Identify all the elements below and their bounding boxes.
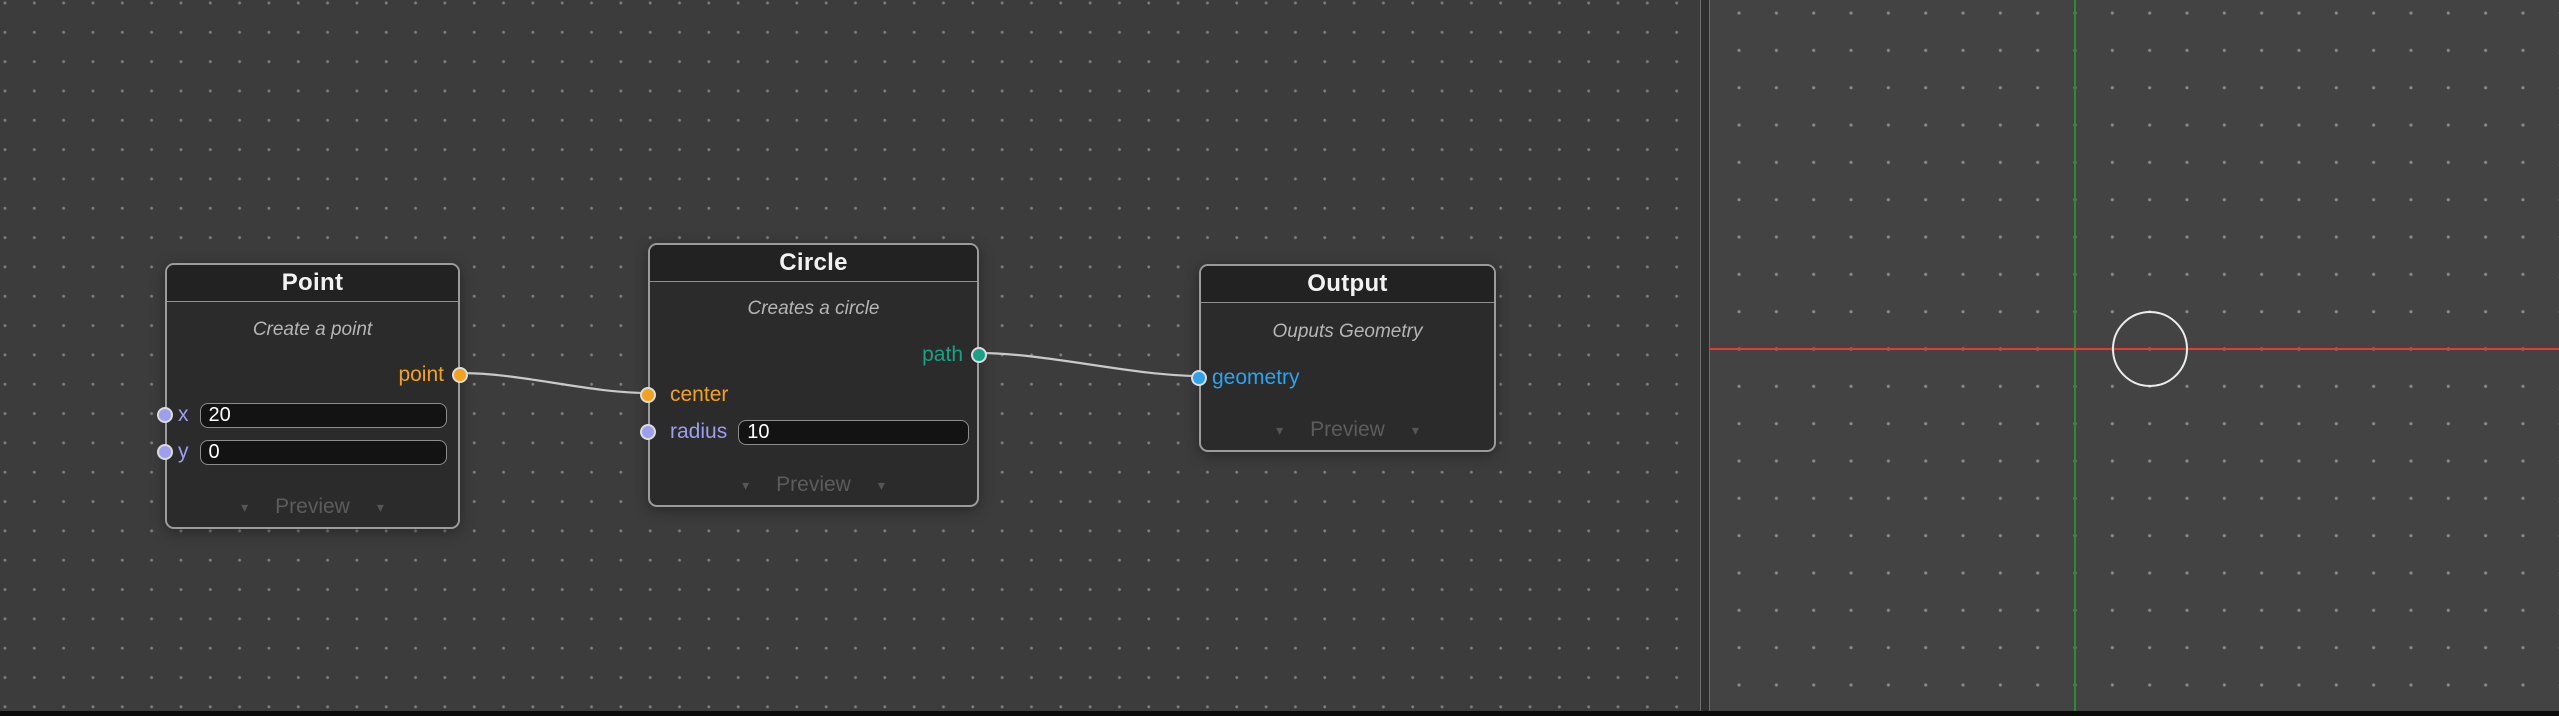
collapse-arrow-icon: ▾ bbox=[1411, 421, 1419, 438]
node-title: Output bbox=[1307, 270, 1388, 297]
preview-label: Preview bbox=[776, 473, 851, 496]
node-circle[interactable]: Circle Creates a circle path center radi… bbox=[640, 243, 987, 507]
input-label-x: x bbox=[178, 403, 189, 426]
node-output[interactable]: Output Ouputs Geometry geometry ▾ Previe… bbox=[1191, 264, 1496, 452]
x-input[interactable] bbox=[199, 402, 447, 428]
input-row-geometry: geometry bbox=[1201, 363, 1494, 393]
port-radius-input[interactable] bbox=[640, 424, 656, 440]
input-label-y: y bbox=[178, 440, 189, 463]
output-label: point bbox=[398, 363, 444, 386]
node-output-header[interactable]: Output bbox=[1201, 266, 1494, 303]
port-center-input[interactable] bbox=[640, 387, 656, 403]
preview-toggle[interactable]: ▾ Preview ▾ bbox=[167, 494, 458, 520]
input-label-geometry: geometry bbox=[1212, 366, 1300, 389]
node-point[interactable]: Point Create a point point x y ▾ Preview… bbox=[157, 263, 468, 529]
preview-label: Preview bbox=[275, 495, 350, 518]
panel-splitter[interactable] bbox=[1700, 0, 1710, 716]
input-label-radius: radius bbox=[670, 420, 728, 443]
port-geometry-input[interactable] bbox=[1191, 370, 1207, 386]
input-label-center: center bbox=[670, 383, 729, 406]
input-row-radius: radius bbox=[650, 417, 977, 447]
collapse-arrow-icon: ▾ bbox=[1276, 421, 1284, 438]
node-subtitle: Ouputs Geometry bbox=[1272, 321, 1423, 342]
geometry-viewport[interactable] bbox=[1710, 0, 2559, 716]
radius-input[interactable] bbox=[738, 419, 970, 445]
collapse-arrow-icon: ▾ bbox=[742, 476, 750, 493]
node-circle-header[interactable]: Circle bbox=[650, 245, 977, 282]
preview-label: Preview bbox=[1310, 418, 1385, 441]
output-row-point: point bbox=[167, 360, 458, 390]
node-subtitle: Create a point bbox=[252, 319, 373, 340]
input-row-center: center bbox=[650, 380, 977, 410]
preview-toggle[interactable]: ▾ Preview ▾ bbox=[1201, 417, 1494, 443]
input-row-y: y bbox=[167, 437, 458, 467]
y-axis-line bbox=[2074, 0, 2076, 716]
collapse-arrow-icon: ▾ bbox=[376, 498, 384, 515]
node-subtitle: Creates a circle bbox=[747, 298, 880, 319]
port-y-input[interactable] bbox=[157, 444, 173, 460]
wire-point-to-center[interactable] bbox=[459, 371, 649, 395]
node-title: Circle bbox=[779, 249, 848, 276]
port-x-input[interactable] bbox=[157, 407, 173, 423]
node-point-header[interactable]: Point bbox=[167, 265, 458, 302]
collapse-arrow-icon: ▾ bbox=[877, 476, 885, 493]
port-path-output[interactable] bbox=[971, 347, 987, 363]
preview-toggle[interactable]: ▾ Preview ▾ bbox=[650, 472, 977, 498]
input-row-x: x bbox=[167, 400, 458, 430]
bottom-edge-bar bbox=[0, 711, 2559, 716]
y-input[interactable] bbox=[199, 439, 447, 465]
node-title: Point bbox=[281, 269, 344, 296]
rendered-circle bbox=[2112, 311, 2188, 387]
node-editor-canvas[interactable]: Point Create a point point x y ▾ Preview… bbox=[0, 0, 1701, 716]
collapse-arrow-icon: ▾ bbox=[241, 498, 249, 515]
port-point-output[interactable] bbox=[452, 367, 468, 383]
wire-path-to-geometry[interactable] bbox=[978, 351, 1200, 378]
output-label: path bbox=[922, 343, 963, 366]
output-row-path: path bbox=[650, 340, 977, 370]
